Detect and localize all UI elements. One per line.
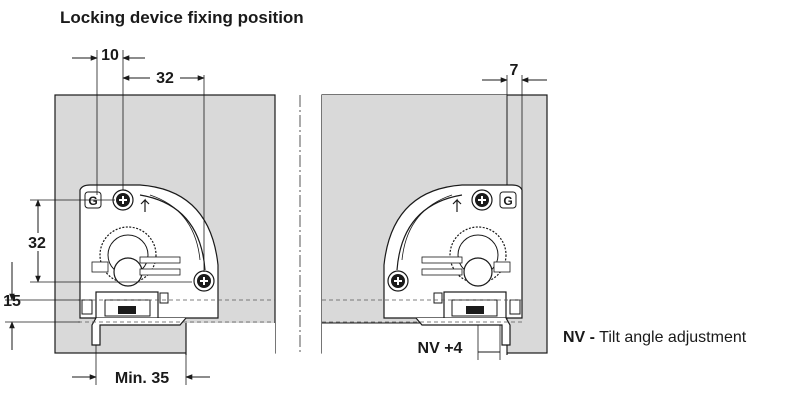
svg-text:NV +4: NV +4 xyxy=(418,340,463,357)
left-top-screw xyxy=(112,189,134,211)
left-locking-mechanism: G xyxy=(79,184,219,346)
legend-text: Tilt angle adjustment xyxy=(599,329,747,346)
svg-text:G: G xyxy=(88,194,97,208)
svg-text:G: G xyxy=(503,194,512,208)
svg-text:7: 7 xyxy=(510,62,519,79)
left-arrow-icon xyxy=(140,198,150,212)
dimension-32-horizontal: 32 xyxy=(122,69,205,272)
legend: NV - Tilt angle adjustment xyxy=(563,329,746,347)
svg-text:10: 10 xyxy=(101,47,119,64)
diagram-title: Locking device fixing position xyxy=(60,8,304,27)
legend-code: NV - xyxy=(563,329,595,346)
svg-text:Min. 35: Min. 35 xyxy=(115,370,169,387)
svg-text:15: 15 xyxy=(3,293,21,310)
right-locking-mechanism: G xyxy=(383,184,523,346)
dimension-32-vertical: 32 xyxy=(24,199,192,283)
right-left-screw xyxy=(387,270,409,292)
right-adjust-icon: G xyxy=(499,191,517,209)
left-right-screw xyxy=(193,270,215,292)
dimension-min-35: Min. 35 xyxy=(72,345,210,387)
dimension-7: 7 xyxy=(482,62,547,190)
svg-text:32: 32 xyxy=(156,70,174,87)
dimension-15: 15 xyxy=(3,262,80,350)
right-arrow-icon xyxy=(452,198,462,212)
dimension-10: 10 xyxy=(72,47,145,195)
right-top-screw xyxy=(471,189,493,211)
svg-text:32: 32 xyxy=(28,235,46,252)
dimension-nv-plus-4: NV +4 xyxy=(408,325,501,360)
